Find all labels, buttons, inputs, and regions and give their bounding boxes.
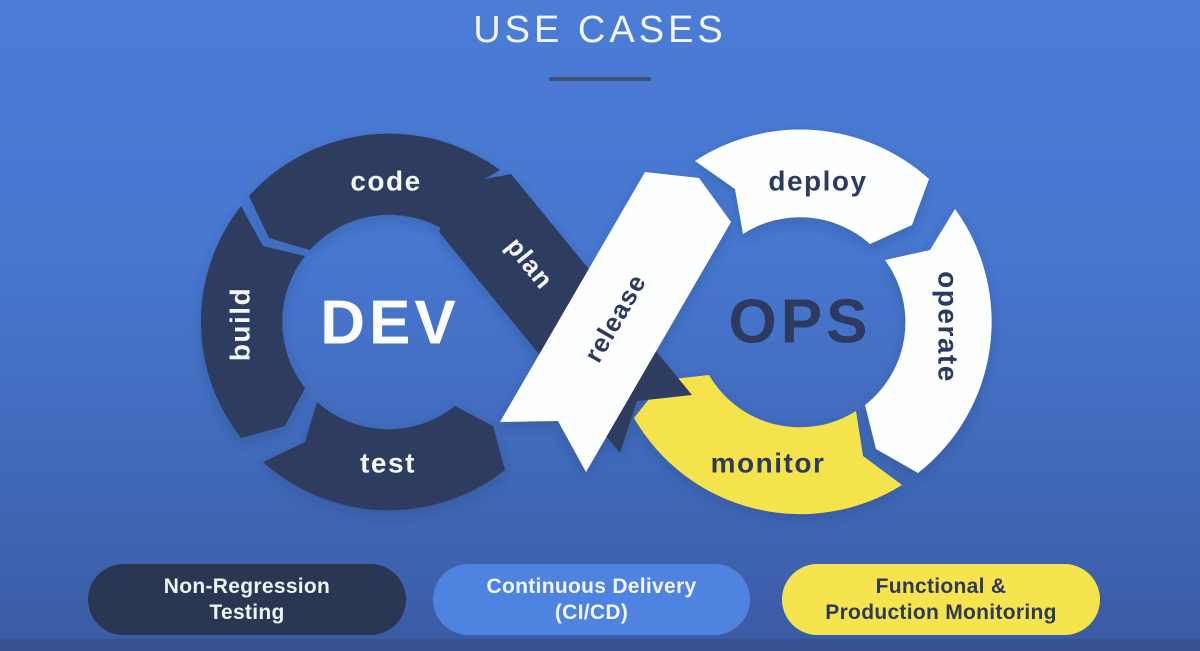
ops-segment-deploy-arc <box>695 129 929 244</box>
dev-segment-test-arc <box>263 402 505 511</box>
ops-label: OPS <box>729 288 872 357</box>
dev-segment-build-arc <box>200 206 305 438</box>
ops-segment-operate-arc <box>865 209 992 473</box>
legend-pill-continuous-delivery: Continuous Delivery (CI/CD) <box>433 564 750 635</box>
step-label-monitor: monitor <box>711 448 826 479</box>
release-ribbon <box>500 172 731 472</box>
step-label-build: build <box>225 287 256 361</box>
dev-label: DEV <box>320 289 459 358</box>
step-label-code: code <box>350 166 421 197</box>
legend-pill-functional-production-monitoring: Functional & Production Monitoring <box>782 564 1100 635</box>
legend-pill-line: Functional & <box>875 574 1007 598</box>
legend-pill-line: Non-Regression <box>163 574 331 598</box>
legend-pill-line: Production Monitoring <box>825 600 1057 624</box>
step-label-test: test <box>360 448 416 479</box>
step-label-deploy: deploy <box>768 166 867 197</box>
legend-pill-line: Testing <box>209 600 285 624</box>
legend-pill-line: (CI/CD) <box>554 600 629 624</box>
bottom-edge-strip <box>0 639 1200 651</box>
title-divider <box>549 77 651 81</box>
legend-pill-line: Continuous Delivery <box>486 574 697 598</box>
step-label-operate: operate <box>933 271 964 383</box>
legend-pill-non-regression-testing: Non-Regression Testing <box>88 564 406 635</box>
page-title: USE CASES <box>473 9 727 51</box>
ops-segment-monitor-arc <box>634 375 902 515</box>
dev-segment-code-arc <box>249 133 500 250</box>
